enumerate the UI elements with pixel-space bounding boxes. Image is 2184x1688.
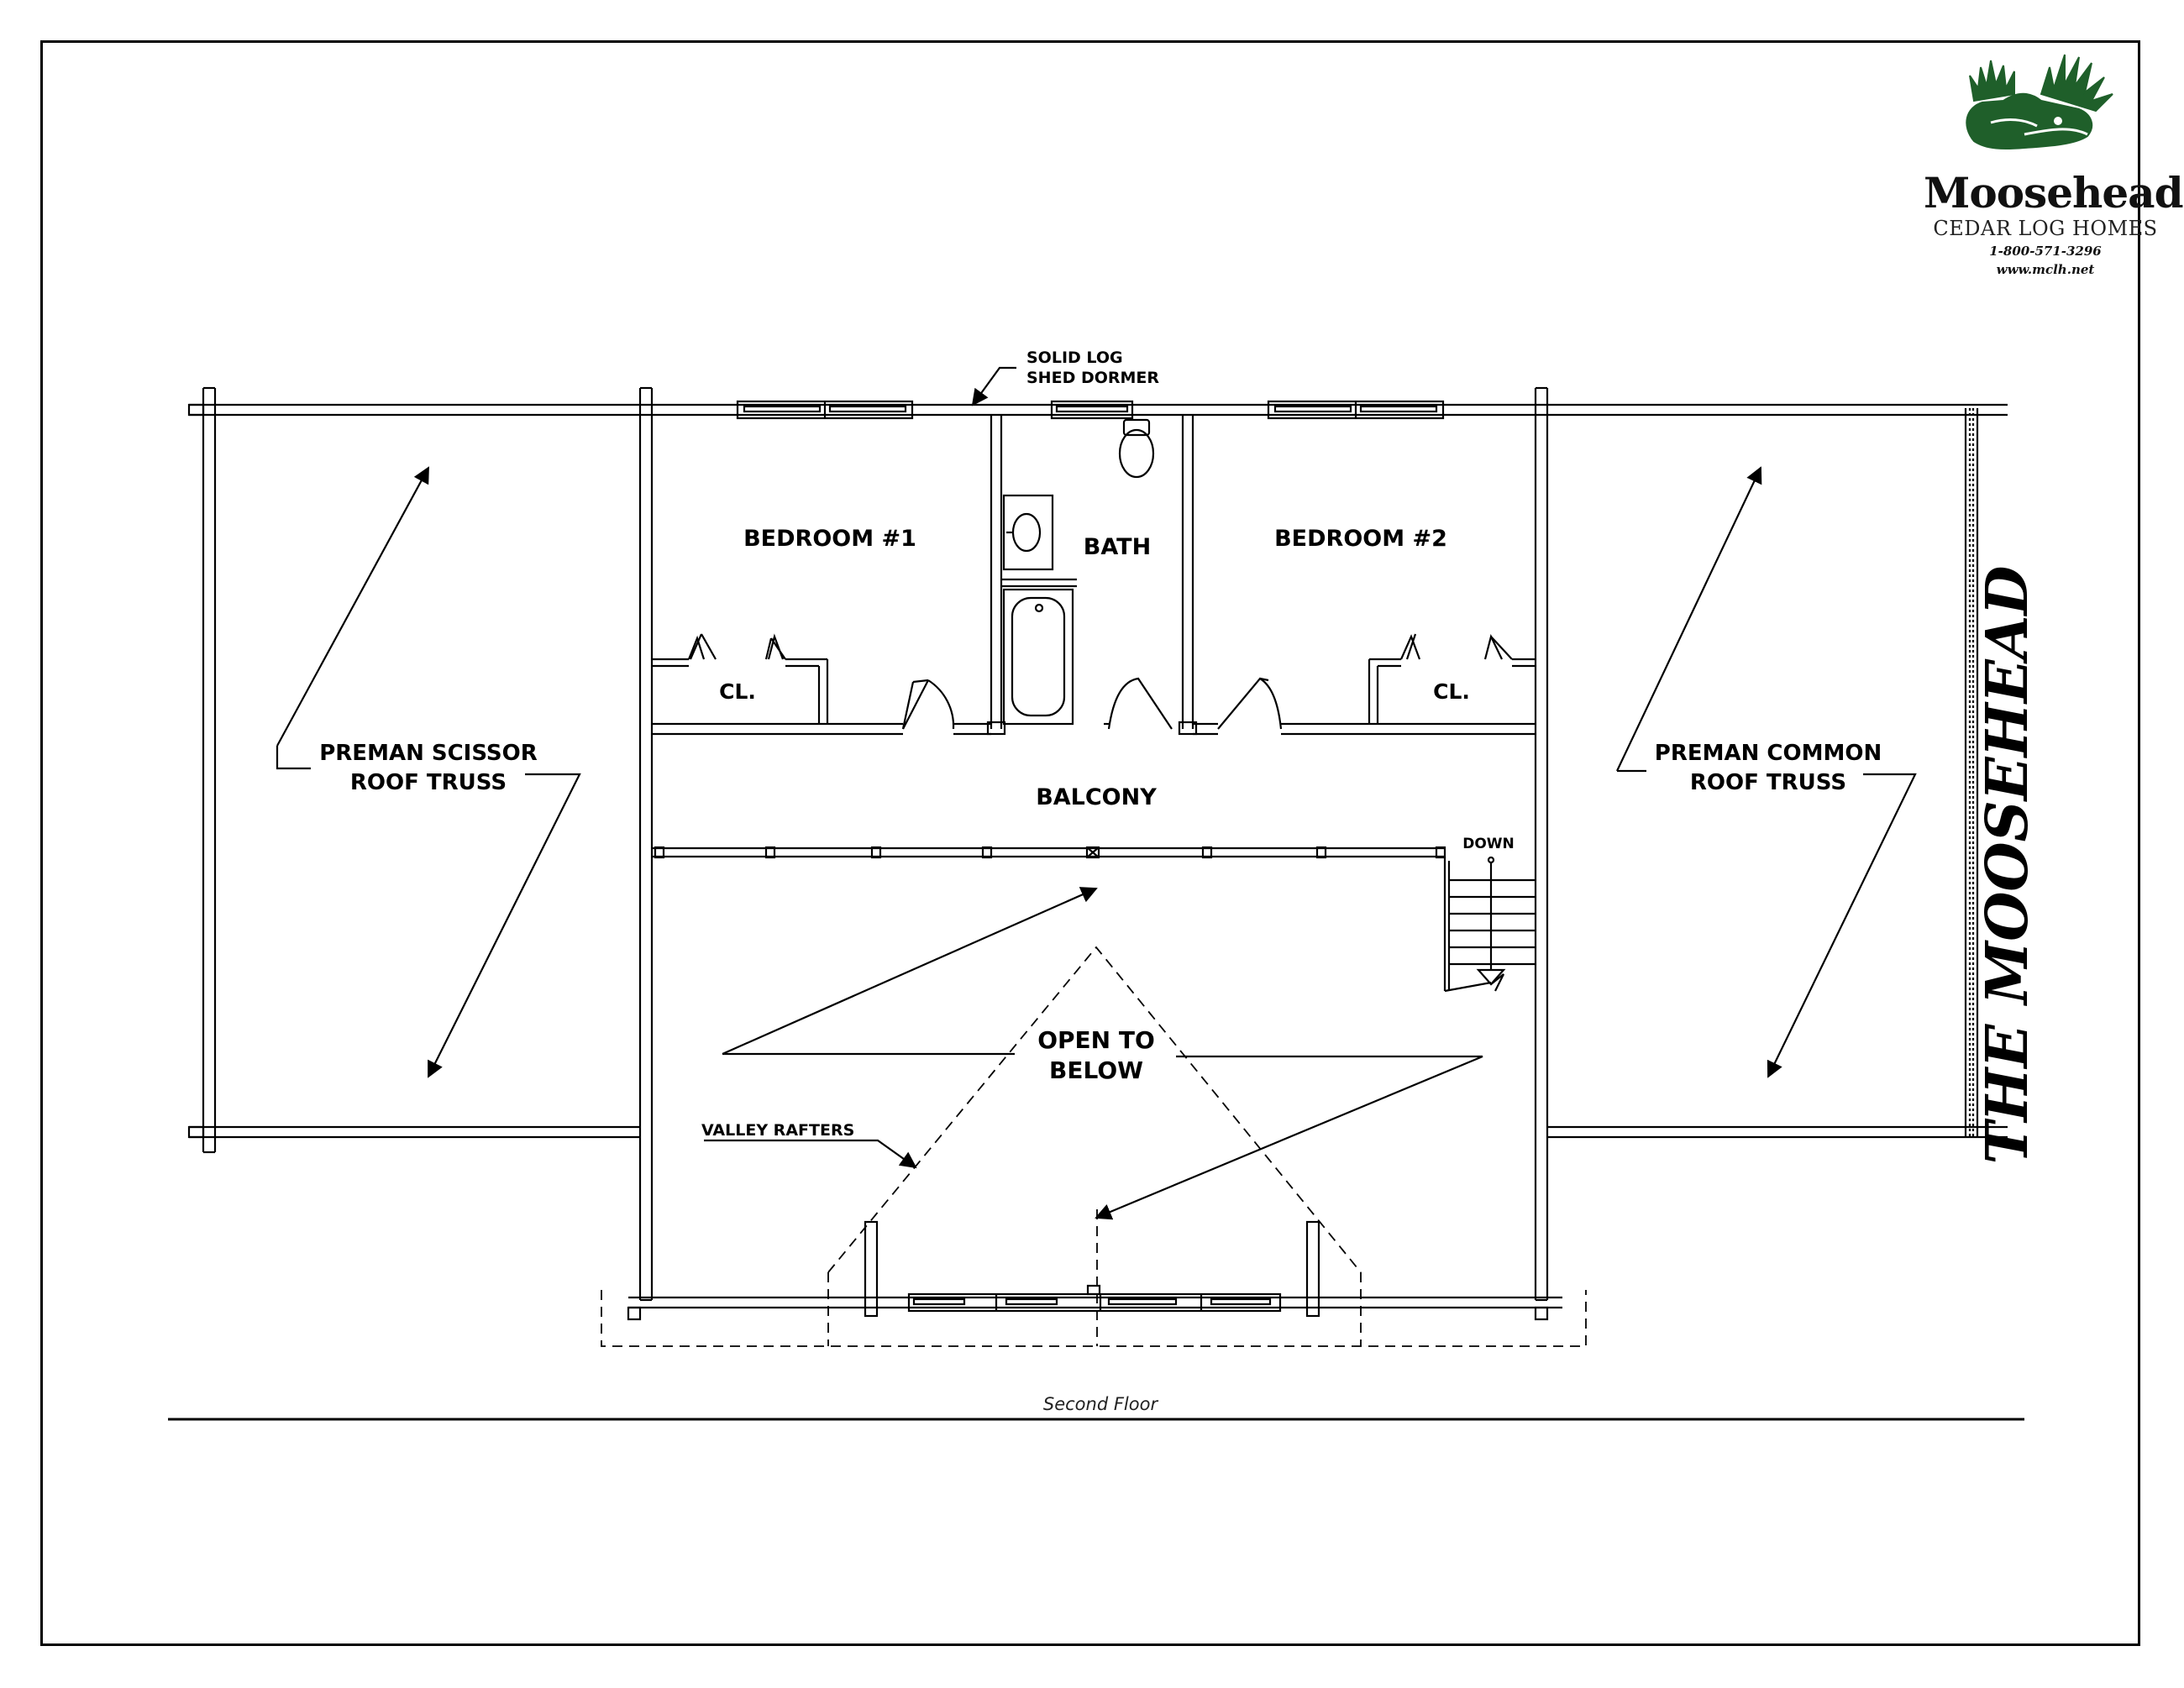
drawing-border bbox=[40, 40, 2140, 1646]
leader-lines bbox=[704, 366, 1016, 1169]
left-end-wall bbox=[187, 386, 217, 1154]
closet-walls-right bbox=[1368, 633, 1536, 724]
stair bbox=[1443, 856, 1536, 993]
door-swings bbox=[901, 677, 1283, 730]
company-logo: Moosehead CEDAR LOG HOMES 1-800-571-3296… bbox=[1924, 42, 2184, 294]
top-exterior-wall bbox=[189, 403, 2008, 417]
dormer-note-1: SOLID LOG bbox=[1026, 349, 1123, 367]
closet-walls-left bbox=[652, 633, 829, 724]
bottom-windows bbox=[864, 1220, 1320, 1318]
vanity-sink bbox=[1001, 494, 1077, 588]
scissor-truss-note-1: PREMAN SCISSOR bbox=[319, 741, 538, 766]
bedroom-south-walls bbox=[652, 722, 1536, 736]
left-main-wall bbox=[638, 386, 654, 1302]
valley-rafters-note: VALLEY RAFTERS bbox=[701, 1121, 854, 1140]
right-main-wall bbox=[1534, 386, 1549, 1302]
closet-right-label: CL. bbox=[1433, 679, 1470, 704]
top-windows bbox=[736, 400, 1445, 420]
bath-walls bbox=[986, 415, 1198, 736]
scissor-truss-note-2: ROOF TRUSS bbox=[350, 770, 507, 795]
brand-phone: 1-800-571-3296 bbox=[1989, 244, 2102, 259]
scissor-truss-arrows bbox=[276, 466, 581, 1078]
plan-caption: Second Floor bbox=[1042, 1394, 1158, 1414]
brand-website: www.mclh.net bbox=[1996, 262, 2095, 277]
bedroom-2-label: BEDROOM #2 bbox=[1274, 526, 1447, 552]
balcony-label: BALCONY bbox=[1036, 784, 1157, 810]
toilet bbox=[1118, 418, 1155, 479]
brand-name: Moosehead bbox=[1924, 168, 2184, 218]
bottom-exterior-wall bbox=[627, 1296, 1562, 1321]
moose-head-icon bbox=[1966, 54, 2113, 149]
stair-down-label: DOWN bbox=[1462, 836, 1515, 852]
brand-tagline: CEDAR LOG HOMES bbox=[1933, 217, 2158, 240]
open-below-label-2: BELOW bbox=[1049, 1056, 1143, 1084]
dashed-outlines bbox=[601, 946, 1587, 1347]
common-truss-note-2: ROOF TRUSS bbox=[1690, 770, 1846, 795]
common-truss-arrows bbox=[1616, 466, 1917, 1078]
bathtub bbox=[1002, 588, 1074, 726]
open-below-arrows bbox=[722, 887, 1483, 1220]
bath-label: BATH bbox=[1084, 534, 1151, 560]
bedroom-1-label: BEDROOM #1 bbox=[743, 526, 916, 552]
plan-title: THE MOOSEHEAD bbox=[1974, 565, 2041, 1165]
wing-bottom-walls bbox=[189, 1125, 2008, 1139]
dormer-note-2: SHED DORMER bbox=[1026, 369, 1159, 387]
right-end-wall bbox=[1964, 408, 1979, 1137]
open-below-label-1: OPEN TO bbox=[1037, 1026, 1155, 1054]
common-truss-note-1: PREMAN COMMON bbox=[1655, 741, 1882, 766]
closet-left-label: CL. bbox=[719, 679, 756, 704]
balcony-railing bbox=[652, 846, 1446, 859]
